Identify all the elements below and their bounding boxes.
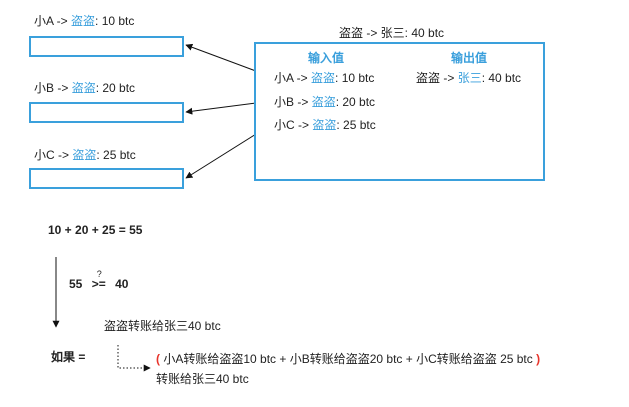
close-paren: ) — [536, 352, 541, 366]
input-c-label: 小C -> 盗盗: 25 btc — [34, 148, 136, 162]
transaction-title: 盗盗 -> 张三: 40 btc — [339, 26, 445, 40]
comparison-left: 55 — [69, 277, 83, 291]
input-b-label: 小B -> 盗盗: 20 btc — [34, 81, 136, 95]
conclusion-result: 转账给张三40 btc — [156, 372, 249, 386]
receiver-link: 盗盗 — [71, 81, 96, 95]
tx-output-row: 盗盗 -> 张三: 40 btc — [416, 71, 522, 85]
open-paren: ( — [156, 352, 160, 366]
conclusion-label: 如果 = — [51, 350, 86, 364]
comparison-operator: >= — [91, 277, 106, 291]
input-a-label: 小A -> 盗盗: 10 btc — [34, 14, 135, 28]
transfer-label: 盗盗转账给张三40 btc — [104, 319, 221, 333]
transaction-box: 输入值 输出值 小A -> 盗盗: 10 btc 小B -> 盗盗: 20 bt… — [254, 42, 545, 181]
input-column-header: 输入值 — [308, 51, 345, 65]
comparison-right: 40 — [115, 277, 129, 291]
input-c-box — [29, 168, 184, 189]
tx-input-row-a: 小A -> 盗盗: 10 btc — [274, 71, 375, 85]
input-b-box — [29, 102, 184, 123]
output-column-header: 输出值 — [451, 51, 488, 65]
tx-input-row-c: 小C -> 盗盗: 25 btc — [274, 118, 376, 132]
input-a-box — [29, 36, 184, 57]
dotted-connector — [117, 345, 151, 372]
tx-input-row-b: 小B -> 盗盗: 20 btc — [274, 95, 376, 109]
receiver-link: 盗盗 — [71, 14, 96, 28]
question-mark: ? — [96, 269, 102, 279]
receiver-link: 盗盗 — [72, 148, 97, 162]
conclusion-formula: ( 小A转账给盗盗10 btc + 小B转账给盗盗20 btc + 小C转账给盗… — [156, 352, 540, 366]
formula-text: 小A转账给盗盗10 btc + 小B转账给盗盗20 btc + 小C转账给盗盗 … — [160, 352, 537, 366]
sum-equation: 10 + 20 + 25 = 55 — [48, 223, 143, 237]
comparison: 55 ? >= 40 — [69, 269, 129, 291]
